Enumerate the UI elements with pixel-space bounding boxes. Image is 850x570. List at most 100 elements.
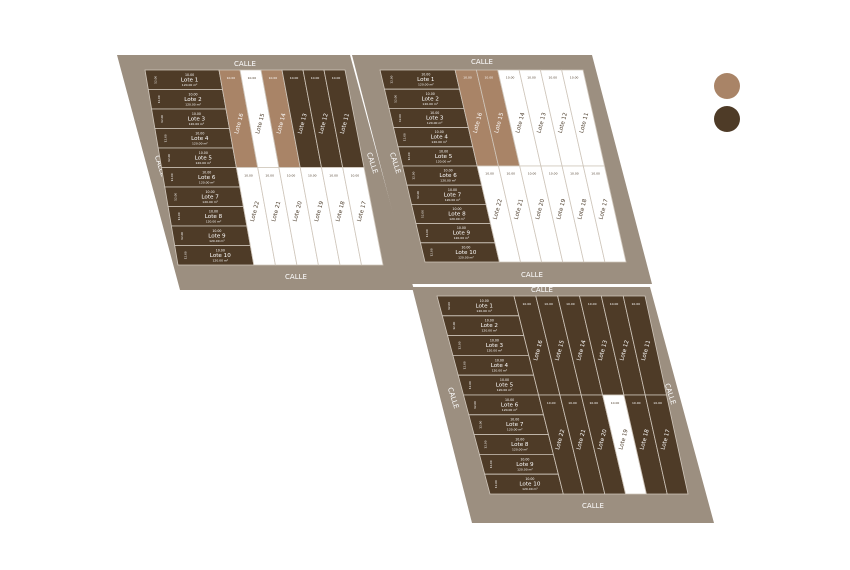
lot-name: Lote 2 [481,323,498,329]
lot-area: 120.00 m² [192,141,208,145]
lot-area: 120.00 m² [449,217,465,221]
lot-front: 10.00 [426,92,435,96]
lot-front: 10.00 [269,76,278,80]
lot-front: 10.00 [212,229,221,233]
lot-area: 120.00 m² [427,121,443,125]
lot-front: 10.00 [505,398,514,402]
lot-front: 10.00 [265,173,274,177]
lot-area: 120.00 m² [213,258,229,262]
lot-name: Lote 19 [618,428,629,450]
lot-name: Lote 6 [501,402,519,408]
lot-side: 12.00 [430,248,434,256]
lot-area: 120.00 m² [209,239,225,243]
lot-name: Lote 17 [660,428,671,450]
lot-front: 10.00 [421,73,430,77]
lot-area: 120.00 m² [206,219,222,223]
lot-front: 10.00 [510,418,519,422]
lot-side: 12.00 [463,361,467,369]
lot-name: Lote 4 [430,135,448,141]
lot-front: 10.00 [570,76,579,80]
street-label: CALLE [521,271,543,279]
lot-front: 10.00 [485,172,494,176]
lot-side: 12.00 [421,210,425,218]
lot-front: 10.00 [248,76,257,80]
lot-front: 10.00 [351,173,360,177]
lot-side: 12.00 [484,440,488,448]
lot-side: 12.00 [425,229,429,237]
lot-side: 12.00 [174,193,178,201]
lot-name: Lote 20 [535,198,546,220]
lot-shape[interactable] [342,167,384,266]
lot-front: 10.00 [332,76,341,80]
lot-side: 12.00 [164,134,168,142]
lot-front: 10.00 [506,76,515,80]
lot-side: 12.00 [457,341,461,349]
lot-area: 120.00 m² [199,180,215,184]
lot-front: 10.00 [515,438,524,442]
lot-area: 120.00 m² [196,161,212,165]
lot-side: 12.00 [412,171,416,179]
lot-shape[interactable] [644,394,689,495]
lot-name: Lote 5 [496,383,514,389]
lot-side: 12.00 [389,75,393,83]
lot-name: Lote 12 [619,340,630,362]
lot-side: 12.00 [160,115,164,123]
lot-name: Lote 22 [555,429,566,451]
lot-front: 10.00 [202,170,211,174]
lot-name: Lote 16 [234,112,245,134]
lot-name: Lote 18 [335,200,346,222]
lot-front: 10.00 [463,76,472,80]
lot-area: 120.00 m² [492,368,508,372]
lot-name: Lote 12 [558,112,569,134]
lot-side: 12.00 [180,232,184,240]
lot-front: 10.00 [549,172,558,176]
lot-shape[interactable] [582,165,627,263]
lot-area: 120.00 m² [182,83,198,87]
lot-name: Lote 7 [201,194,219,200]
lot-side: 12.00 [177,212,181,220]
lot-area: 120.00 m² [522,487,538,491]
lot-front: 10.00 [610,302,619,306]
lot-front: 10.00 [308,173,317,177]
lot-name: Lote 15 [494,112,505,134]
lot-area: 120.00 m² [445,198,461,202]
lot-front: 10.00 [199,151,208,155]
lot-side: 12.00 [473,401,477,409]
lot-side: 12.00 [170,173,174,181]
lot-front: 10.00 [329,173,338,177]
lot-name: Lote 3 [486,343,504,349]
